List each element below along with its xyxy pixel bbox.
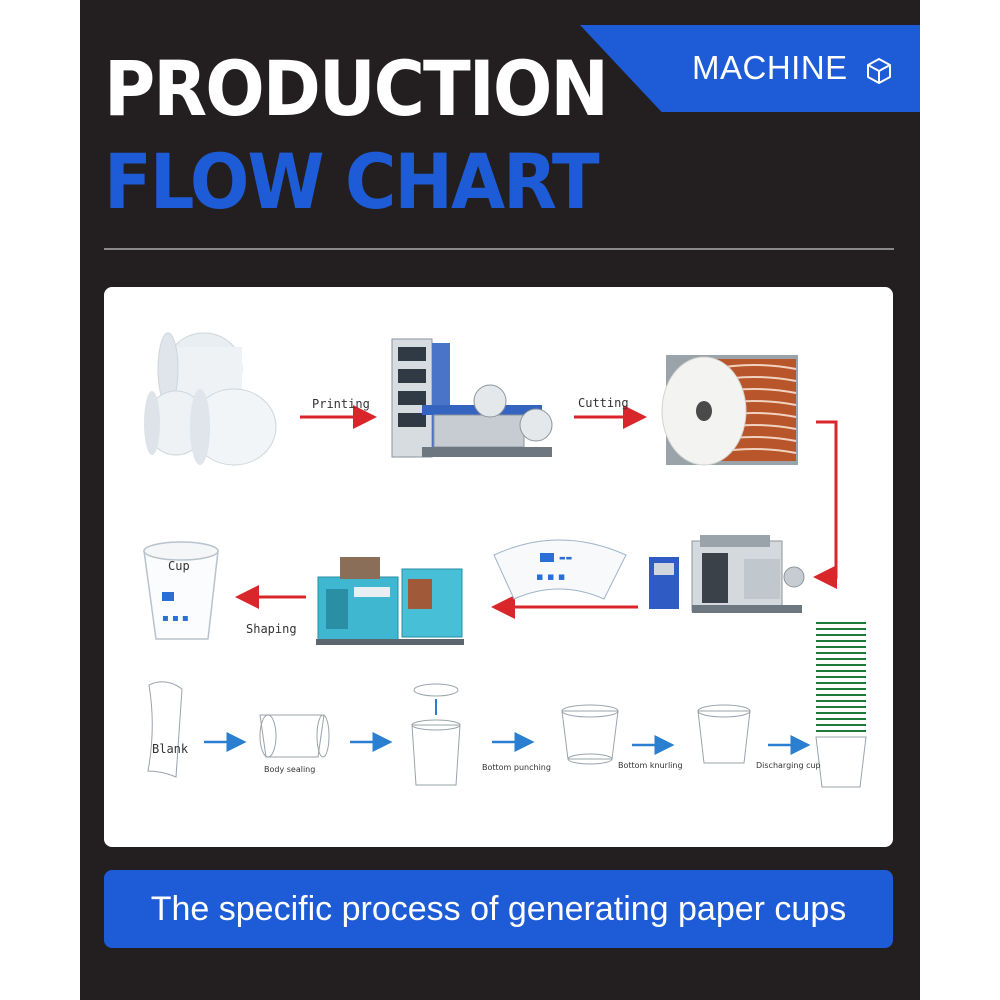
svg-text:▪ ▪ ▪: ▪ ▪ ▪	[536, 570, 565, 583]
label-body-sealing: Body sealing	[264, 765, 316, 774]
arrow-to-die-cutter	[813, 420, 838, 589]
blank-sketch	[147, 681, 183, 778]
printed-roll-image	[661, 355, 798, 466]
label-blank: Blank	[152, 742, 189, 756]
cup-fan-image: ▬▬ ▪ ▪ ▪	[493, 539, 627, 600]
caption-bar: The specific process of generating paper…	[104, 870, 893, 948]
die-cutting-machine-image	[649, 535, 805, 613]
bottom-knurling-sketch	[561, 704, 619, 765]
flow-chart-panel: ▬▬ ▪ ▪ ▪ ▪ ▪ ▪	[104, 287, 893, 847]
label-discharging-cup: Discharging cup	[756, 761, 821, 770]
svg-text:▬▬: ▬▬	[559, 554, 572, 562]
cup-forming-machine-image	[316, 557, 464, 645]
label-cup: Cup	[168, 559, 190, 573]
label-bottom-punching: Bottom punching	[482, 763, 551, 772]
label-bottom-knurling: Bottom knurling	[618, 761, 683, 770]
label-printing: Printing	[312, 397, 370, 411]
body-sealing-sketch	[259, 714, 330, 758]
paper-cup-image: ▪ ▪ ▪	[143, 541, 219, 640]
stacked-cups-image	[815, 622, 867, 788]
printing-machine-image	[391, 338, 553, 458]
svg-text:▪ ▪ ▪: ▪ ▪ ▪	[162, 613, 189, 624]
divider	[104, 248, 894, 250]
discharging-sketch	[697, 704, 751, 764]
flow-diagram: ▬▬ ▪ ▪ ▪ ▪ ▪ ▪	[143, 332, 867, 788]
label-cutting: Cutting	[578, 396, 629, 410]
caption-text: The specific process of generating paper…	[150, 890, 847, 928]
label-shaping: Shaping	[246, 622, 297, 636]
paper-rolls-image	[144, 332, 277, 466]
banner-label: MACHINE	[692, 49, 848, 86]
bottom-punching-sketch	[411, 683, 461, 786]
title-line-2: FLOW CHART	[104, 138, 600, 227]
title-line-1: PRODUCTION	[104, 45, 609, 134]
cube-icon	[867, 58, 891, 84]
